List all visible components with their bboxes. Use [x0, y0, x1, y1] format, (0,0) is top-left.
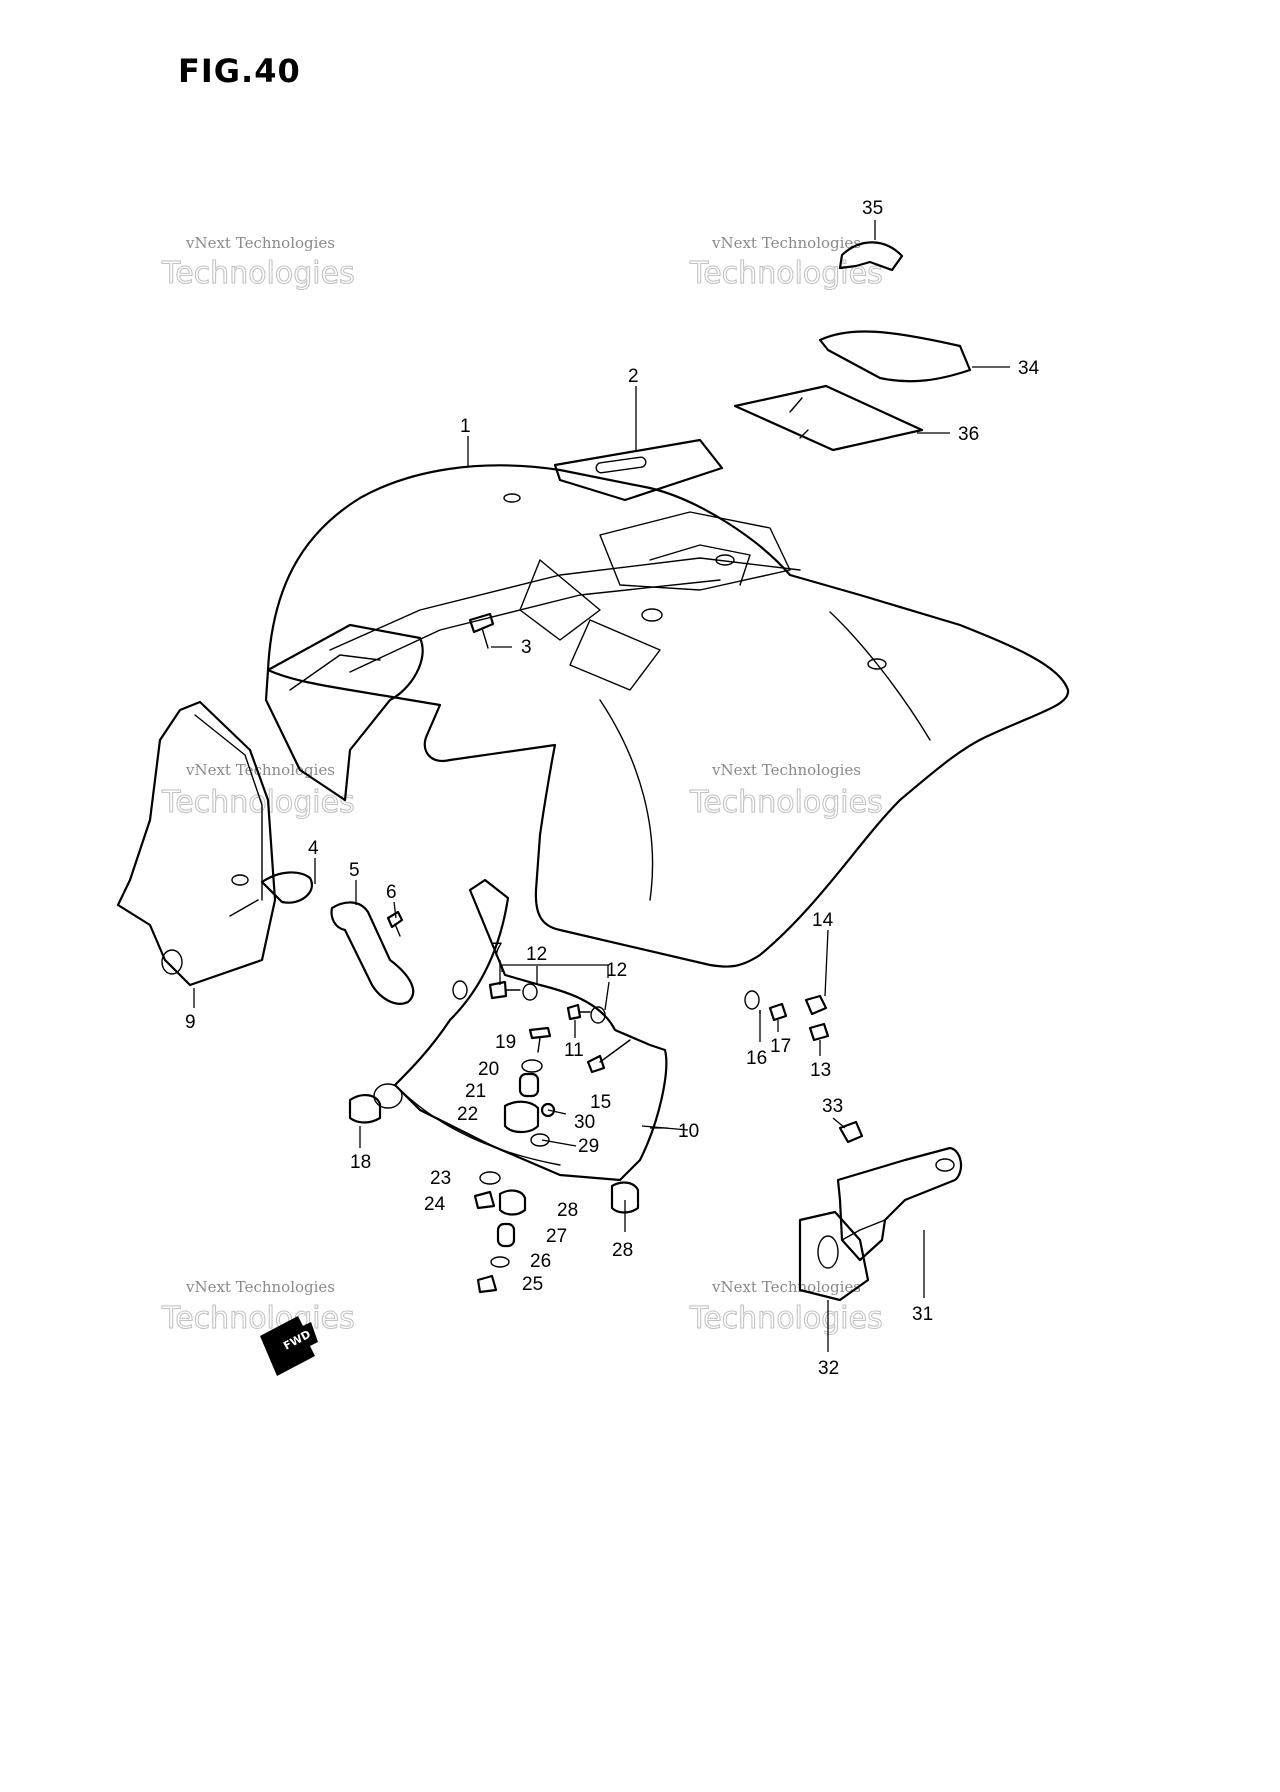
callout-19: 19	[495, 1032, 516, 1053]
bolt-6-drawing	[386, 910, 404, 937]
callout-24: 24	[424, 1194, 446, 1215]
callout-7: 7	[492, 940, 503, 961]
leader-lines	[193, 220, 1010, 1352]
callout-29: 29	[578, 1136, 599, 1157]
callout-15: 15	[590, 1092, 611, 1113]
seat-pad-34-drawing	[818, 330, 972, 383]
svg-text:Technologies: Technologies	[161, 785, 355, 820]
figure-title: FIG.40	[178, 52, 301, 90]
callout-21: 21	[465, 1081, 486, 1102]
svg-text:Technologies: Technologies	[161, 1301, 355, 1336]
watermark-mid-right: Technologies vNext Technologies	[688, 761, 883, 821]
callout-16: 16	[746, 1048, 767, 1069]
callout-6: 6	[386, 882, 397, 903]
callout-33: 33	[822, 1096, 843, 1117]
callout-12-lower: 12	[606, 960, 627, 981]
callout-1: 1	[460, 416, 471, 437]
callout-35: 35	[862, 198, 883, 219]
callout-31: 31	[912, 1304, 933, 1325]
callout-25: 25	[522, 1274, 543, 1295]
watermark-top-right: Technologies vNext Technologies	[688, 234, 883, 292]
callout-23: 23	[430, 1168, 451, 1189]
watermark-top-left: Technologies vNext Technologies	[160, 234, 355, 292]
svg-text:Technologies: Technologies	[689, 256, 883, 291]
callout-3: 3	[521, 637, 532, 658]
handle-5-drawing	[330, 901, 415, 1005]
callout-18: 18	[350, 1152, 371, 1173]
callout-10: 10	[678, 1121, 699, 1142]
rear-fender-drawing	[264, 464, 1070, 968]
mud-flap-10-drawing	[373, 878, 668, 1182]
callout-36: 36	[958, 424, 979, 445]
callout-14: 14	[812, 910, 834, 931]
callout-20: 20	[478, 1059, 499, 1080]
callout-26: 26	[530, 1251, 551, 1272]
bolt-33-drawing	[838, 1120, 864, 1144]
sheet-36-drawing	[733, 384, 924, 452]
callout-13: 13	[810, 1060, 831, 1081]
watermark-bottom-right: Technologies vNext Technologies	[688, 1278, 883, 1337]
svg-text:vNext Technologies: vNext Technologies	[185, 234, 335, 252]
svg-text:vNext Technologies: vNext Technologies	[185, 1278, 335, 1296]
svg-text:Technologies: Technologies	[161, 256, 355, 291]
grommet-4-drawing	[229, 871, 313, 917]
hardware-small-parts	[348, 612, 830, 1294]
svg-text:vNext Technologies: vNext Technologies	[711, 761, 861, 779]
callout-34: 34	[1018, 358, 1040, 379]
callout-12-upper: 12	[526, 944, 547, 965]
watermark-mid-left: Technologies vNext Technologies	[160, 761, 355, 821]
callout-5: 5	[349, 860, 360, 881]
strap-35-drawing	[838, 241, 904, 272]
svg-text:Technologies: Technologies	[689, 785, 883, 820]
callout-2: 2	[628, 366, 639, 387]
svg-text:vNext Technologies: vNext Technologies	[711, 234, 861, 252]
svg-text:vNext Technologies: vNext Technologies	[711, 1278, 861, 1296]
callout-17: 17	[770, 1036, 791, 1057]
forward-direction-arrow: FWD	[260, 1316, 318, 1376]
callout-32: 32	[818, 1358, 839, 1379]
bracket-31-drawing	[836, 1146, 963, 1262]
callout-11: 11	[564, 1040, 584, 1061]
callout-4: 4	[308, 838, 319, 859]
callout-22: 22	[457, 1104, 478, 1125]
callout-30: 30	[574, 1112, 595, 1133]
callout-28-upper: 28	[557, 1200, 578, 1221]
clamp-32-drawing	[798, 1210, 870, 1302]
callout-labels: 1 2 3 4 5 6 7 9 10 11 12 12 13 14 15 16 …	[185, 198, 1040, 1379]
callout-9: 9	[185, 1012, 196, 1033]
watermark-bottom-left: Technologies vNext Technologies	[160, 1278, 355, 1337]
cover-plate-2-drawing	[553, 438, 724, 502]
side-guard-9-drawing	[116, 700, 277, 987]
callout-27: 27	[546, 1226, 567, 1247]
callout-28-lower: 28	[612, 1240, 633, 1261]
svg-text:Technologies: Technologies	[689, 1301, 883, 1336]
